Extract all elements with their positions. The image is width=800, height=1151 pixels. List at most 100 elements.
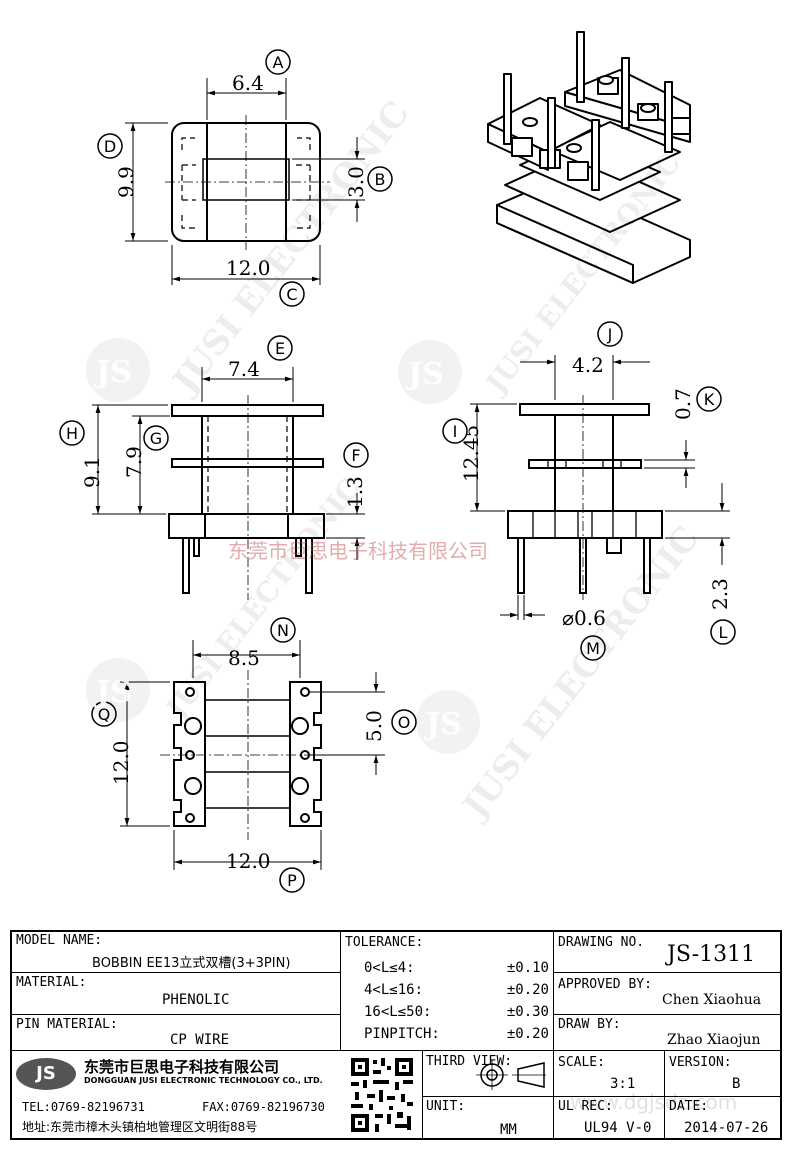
watermark-logo-3: JS: [93, 675, 132, 710]
callout-label-d: D: [104, 137, 116, 156]
scale-label: SCALE:: [558, 1055, 605, 1070]
tolerance-row: 16<L≤50: ±0.30: [364, 1004, 549, 1026]
date-label: DATE:: [669, 1099, 709, 1114]
dim-p: 12.0: [226, 849, 271, 873]
callout-labels: A B C D E F G H I J K L M N O P Q: [59, 49, 736, 893]
dim-q: 12.0: [109, 740, 133, 785]
tolerance-table: 0<L≤4: ±0.10 4<L≤16: ±0.20 16<L≤50: ±0.30 P…: [364, 960, 549, 1048]
top-view-dims: [125, 78, 365, 285]
tolerance-value: ±0.20: [506, 1026, 549, 1042]
callout-circle-j: [597, 321, 623, 347]
callout-circle-p: [279, 867, 305, 893]
callout-label-c: C: [286, 285, 297, 304]
bottom-view: [160, 670, 335, 840]
third-view-label: THIRD VIEW:: [426, 1054, 513, 1069]
dim-j: 4.2: [572, 353, 604, 377]
tolerance-value: ±0.10: [506, 960, 549, 976]
callout-label-f: F: [351, 446, 360, 465]
watermark-brand-1: JUSI ELECTRONIC: [164, 94, 418, 403]
model-label: MODEL NAME:: [16, 933, 103, 948]
callout-label-q: Q: [98, 705, 111, 724]
callout-label-o: O: [398, 713, 411, 732]
callout-circle-a: [265, 49, 291, 75]
dim-c: 12.0: [226, 256, 271, 280]
pin-material-value: CP WIRE: [170, 1032, 230, 1048]
callout-label-k: K: [704, 390, 715, 409]
callout-circle-k: [696, 386, 722, 412]
unit-label: UNIT:: [426, 1099, 466, 1114]
company-logo: JS: [16, 1058, 76, 1090]
company-tel: TEL:0769-82196731: [22, 1100, 145, 1114]
draw-by-label: DRAW BY:: [558, 1017, 621, 1032]
tolerance-range: PINPITCH:: [364, 1026, 440, 1042]
callout-label-h: H: [66, 424, 78, 443]
ul-rec-label: UL REC:: [558, 1099, 613, 1114]
callout-label-g: G: [150, 429, 162, 448]
watermark-brand-3: JUSI ELECTRONIC: [158, 472, 367, 727]
front-view: [168, 395, 325, 600]
callout-label-n: N: [277, 621, 289, 640]
dimension-labels: 6.4 12.0 9.9 3.0 7.4 9.1 7.9 1.3 4.2 12.…: [80, 71, 732, 873]
callout-label-m: M: [586, 639, 600, 658]
bottom-view-dims: [120, 640, 385, 870]
tolerance-value: ±0.30: [506, 1004, 549, 1020]
title-block: MODEL NAME: BOBBIN EE13立式双槽(3+3PIN) MATE…: [10, 930, 782, 1140]
tolerance-row: PINPITCH: ±0.20: [364, 1026, 549, 1048]
draw-by-value: Zhao Xiaojun: [667, 1032, 761, 1048]
callout-label-e: E: [275, 339, 285, 358]
scale-value: 3:1: [610, 1076, 636, 1092]
model-value: BOBBIN EE13立式双槽(3+3PIN): [92, 956, 291, 971]
callout-circle-i: [442, 418, 468, 444]
pin-material-label: PIN MATERIAL:: [16, 1017, 118, 1032]
callout-circle-c: [279, 281, 305, 307]
front-view-dims: [92, 367, 365, 560]
dim-k: 0.7: [671, 388, 695, 420]
callout-label-l: L: [719, 623, 728, 642]
dim-g: 7.9: [122, 446, 146, 478]
callout-circle-l: [710, 619, 736, 645]
callout-label-i: I: [453, 422, 458, 441]
top-view: [165, 115, 330, 250]
callout-circle-f: [343, 442, 369, 468]
version-value: B: [732, 1076, 741, 1092]
tolerance-range: 0<L≤4:: [364, 960, 415, 976]
dim-d: 9.9: [114, 166, 138, 198]
callout-label-j: J: [607, 325, 613, 344]
tolerance-value: ±0.20: [506, 982, 549, 998]
tolerance-range: 4<L≤16:: [364, 982, 424, 998]
watermark-company: 东莞市巨思电子科技有限公司: [228, 539, 488, 563]
version-label: VERSION:: [669, 1055, 732, 1070]
dim-e: 7.4: [228, 357, 260, 381]
callout-circle-o: [391, 709, 417, 735]
qr-code: [349, 1056, 415, 1134]
tolerance-range: 16<L≤50:: [364, 1004, 432, 1020]
callout-circle-m: [580, 635, 606, 661]
drawing-no-value: JS-1311: [667, 942, 756, 967]
dim-o: 5.0: [362, 710, 386, 742]
ul-rec-value: UL94 V-0: [584, 1120, 652, 1136]
callout-label-a: A: [273, 53, 284, 72]
callout-circle-g: [143, 425, 169, 451]
company-logo-text: JS: [36, 1063, 56, 1084]
dim-m: ⌀0.6: [562, 606, 606, 630]
isometric-view: [487, 31, 691, 284]
dim-n: 8.5: [228, 646, 260, 670]
callout-label-p: P: [287, 871, 297, 890]
callout-label-b: B: [375, 170, 386, 189]
side-view-dims: [470, 355, 730, 620]
date-value: 2014-07-26: [684, 1120, 769, 1136]
material-label: MATERIAL:: [16, 975, 87, 990]
dim-f: 1.3: [343, 476, 367, 508]
watermark-site: www.dgjsdz.com: [570, 1090, 738, 1114]
tolerance-label: TOLERANCE:: [345, 935, 424, 950]
third-angle-projection-icon: [474, 1058, 548, 1092]
callout-circle-e: [267, 335, 293, 361]
drawing-no-label: DRAWING NO.: [558, 935, 645, 950]
watermark-logo-4: JS: [423, 707, 462, 742]
callout-circle-b: [367, 166, 393, 192]
watermark-logo-1: JS: [93, 355, 132, 390]
dim-h: 9.1: [80, 456, 104, 488]
side-view: [507, 395, 663, 600]
callout-circle-q: [91, 701, 117, 727]
company-fax: FAX:0769-82196730: [202, 1100, 325, 1114]
